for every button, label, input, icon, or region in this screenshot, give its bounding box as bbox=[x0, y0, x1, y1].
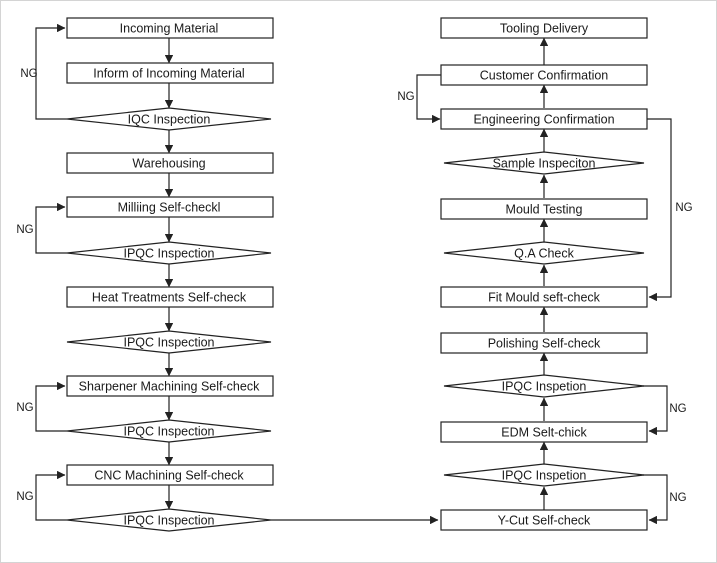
ng-label-milling: NG bbox=[16, 224, 33, 236]
box-customer-confirmation bbox=[440, 64, 648, 86]
diamond-ipqc-ycut bbox=[443, 463, 645, 487]
ng-loop-customer bbox=[416, 74, 441, 124]
label-warehousing: Warehousing bbox=[132, 157, 205, 171]
box-cnc-machining bbox=[66, 464, 274, 486]
label-customer-confirmation: Customer Confirmation bbox=[480, 69, 609, 83]
label-edm-selfcheck: EDM Selt-chick bbox=[501, 426, 587, 440]
ng-loop-milling bbox=[35, 202, 67, 254]
diamond-ipqc-2 bbox=[66, 330, 272, 354]
diamond-ipqc-4 bbox=[66, 508, 272, 532]
box-milling-selfcheck bbox=[66, 196, 274, 218]
box-sharpener-machining bbox=[66, 375, 274, 397]
box-tooling-delivery bbox=[440, 17, 648, 39]
box-heat-treatments bbox=[66, 286, 274, 308]
box-fit-mould bbox=[440, 286, 648, 308]
label-heat-treatments: Heat Treatments Self-check bbox=[92, 291, 247, 305]
label-tooling-delivery: Tooling Delivery bbox=[500, 22, 589, 36]
box-mould-testing bbox=[440, 198, 648, 220]
label-fit-mould: Fit Mould seft-check bbox=[488, 291, 601, 305]
label-ipqc-edm: IPQC Inspetion bbox=[502, 380, 587, 394]
ng-loop-iqc bbox=[35, 23, 67, 120]
label-mould-testing: Mould Testing bbox=[506, 203, 583, 217]
diamond-ipqc-1 bbox=[66, 241, 272, 265]
ng-label-edm: NG bbox=[669, 403, 686, 415]
label-cnc-machining: CNC Machining Self-check bbox=[94, 469, 244, 483]
ng-loop-ycut bbox=[643, 474, 668, 525]
label-inform-incoming: Inform of Incoming Material bbox=[93, 67, 244, 81]
label-ipqc-3: IPQC Inspection bbox=[123, 425, 214, 439]
ng-label-engineering: NG bbox=[675, 202, 692, 214]
ng-loop-edm bbox=[643, 385, 668, 436]
ng-loop-sharpener bbox=[35, 381, 67, 432]
label-milling-selfcheck: Milliing Self-checkl bbox=[118, 201, 221, 215]
box-polishing bbox=[440, 332, 648, 354]
ng-loop-engineering bbox=[647, 118, 672, 302]
box-edm-selfcheck bbox=[440, 421, 648, 443]
label-engineering-confirmation: Engineering Confirmation bbox=[473, 113, 614, 127]
box-incoming-material bbox=[66, 17, 274, 39]
label-sample-inspection: Sample Inspeciton bbox=[493, 157, 596, 171]
diamond-qa-check bbox=[443, 241, 645, 265]
label-polishing: Polishing Self-check bbox=[488, 337, 601, 351]
label-ipqc-1: IPQC Inspection bbox=[123, 247, 214, 261]
label-sharpener-machining: Sharpener Machining Self-check bbox=[79, 380, 260, 394]
ng-label-sharpener: NG bbox=[16, 402, 33, 414]
ng-label-ycut: NG bbox=[669, 492, 686, 504]
diamond-sample-inspection bbox=[443, 151, 645, 175]
label-iqc-inspection: IQC Inspection bbox=[128, 113, 211, 127]
diamond-ipqc-3 bbox=[66, 419, 272, 443]
ng-loop-cnc bbox=[35, 470, 67, 521]
label-ipqc-2: IPQC Inspection bbox=[123, 336, 214, 350]
label-incoming-material: Incoming Material bbox=[120, 22, 219, 36]
box-inform-incoming bbox=[66, 62, 274, 84]
label-qa-check: Q.A Check bbox=[514, 247, 574, 261]
box-engineering-confirmation bbox=[440, 108, 648, 130]
ng-label-iqc: NG bbox=[20, 68, 37, 80]
diamond-ipqc-edm bbox=[443, 374, 645, 398]
box-ycut-selfcheck bbox=[440, 509, 648, 531]
label-ycut-selfcheck: Y-Cut Self-check bbox=[498, 514, 591, 528]
ng-label-cnc: NG bbox=[16, 491, 33, 503]
ng-label-customer: NG bbox=[397, 91, 414, 103]
diamond-iqc-inspection bbox=[66, 107, 272, 131]
label-ipqc-4: IPQC Inspection bbox=[123, 514, 214, 528]
box-warehousing bbox=[66, 152, 274, 174]
label-ipqc-ycut: IPQC Inspetion bbox=[502, 469, 587, 483]
